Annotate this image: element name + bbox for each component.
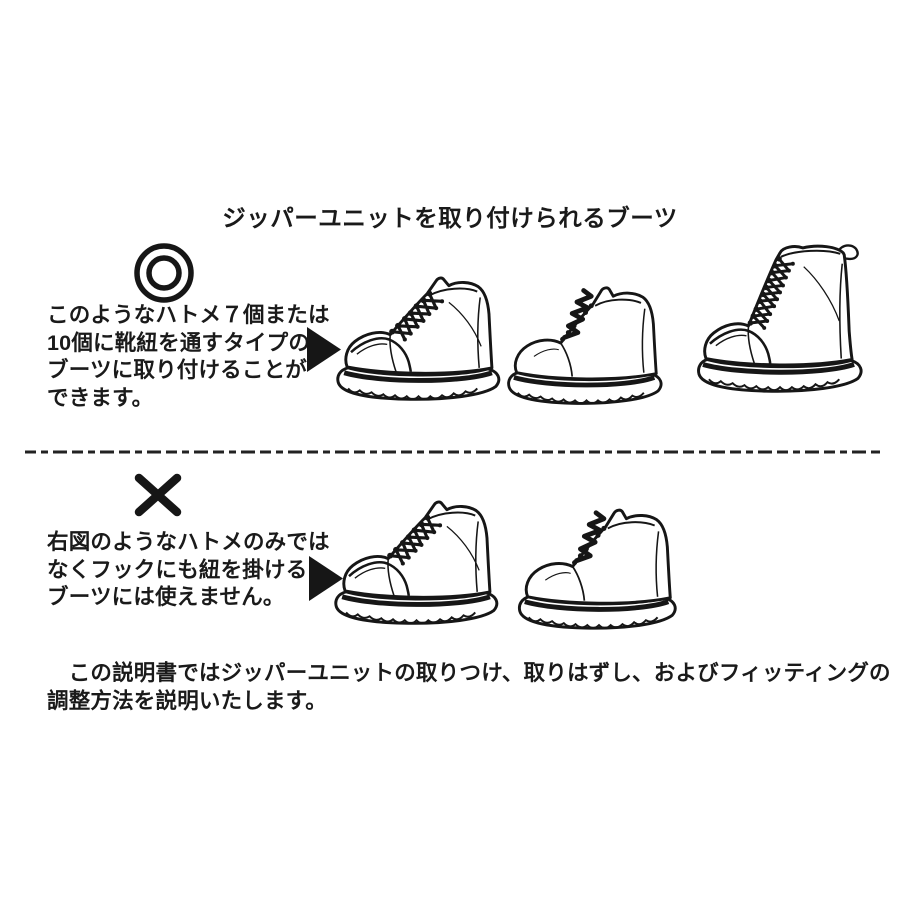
cross-icon — [134, 473, 182, 517]
right-arrow-icon — [309, 556, 343, 601]
footer-line: この説明書ではジッパーユニットの取りつけ、取りはずし、およびフィッティングの — [47, 661, 891, 685]
ok-section-text: このようなハトメ７個または 10個に靴紐を通すタイプの ブーツに取り付けることが… — [47, 302, 330, 412]
instruction-line: できます。 — [47, 385, 154, 410]
instruction-line: ブーツに取り付けることが — [47, 358, 307, 382]
instruction-line: 右図のようなハトメのみでは — [47, 530, 330, 554]
boot-hook-lace-plain-toe-illustration — [516, 502, 682, 634]
instruction-line: ブーツには使えません。 — [47, 585, 285, 609]
page-title: ジッパーユニットを取り付けられるブーツ — [222, 205, 678, 231]
instruction-line: このようなハトメ７個または — [47, 303, 330, 327]
boot-hook-lace-moc-toe-illustration — [332, 495, 504, 632]
right-arrow-icon — [307, 327, 341, 372]
footer-paragraph: この説明書ではジッパーユニットの取りつけ、取りはずし、およびフィッティングの 調… — [47, 660, 891, 715]
instruction-line: 10個に靴紐を通すタイプの — [47, 330, 311, 355]
boot-tall-10-eyelet-illustration — [693, 242, 871, 400]
double-circle-icon — [134, 243, 194, 303]
boot-moc-toe-7-eyelet-illustration — [334, 271, 506, 408]
dashed-separator — [25, 450, 880, 454]
boot-plain-toe-7-eyelet-illustration — [505, 280, 668, 409]
instruction-line: なくフックにも紐を掛ける — [47, 557, 308, 582]
footer-line: 調整方法を説明いたします。 — [47, 688, 327, 713]
ng-section-text: 右図のようなハトメのみでは なくフックにも紐を掛ける ブーツには使えません。 — [47, 529, 330, 612]
